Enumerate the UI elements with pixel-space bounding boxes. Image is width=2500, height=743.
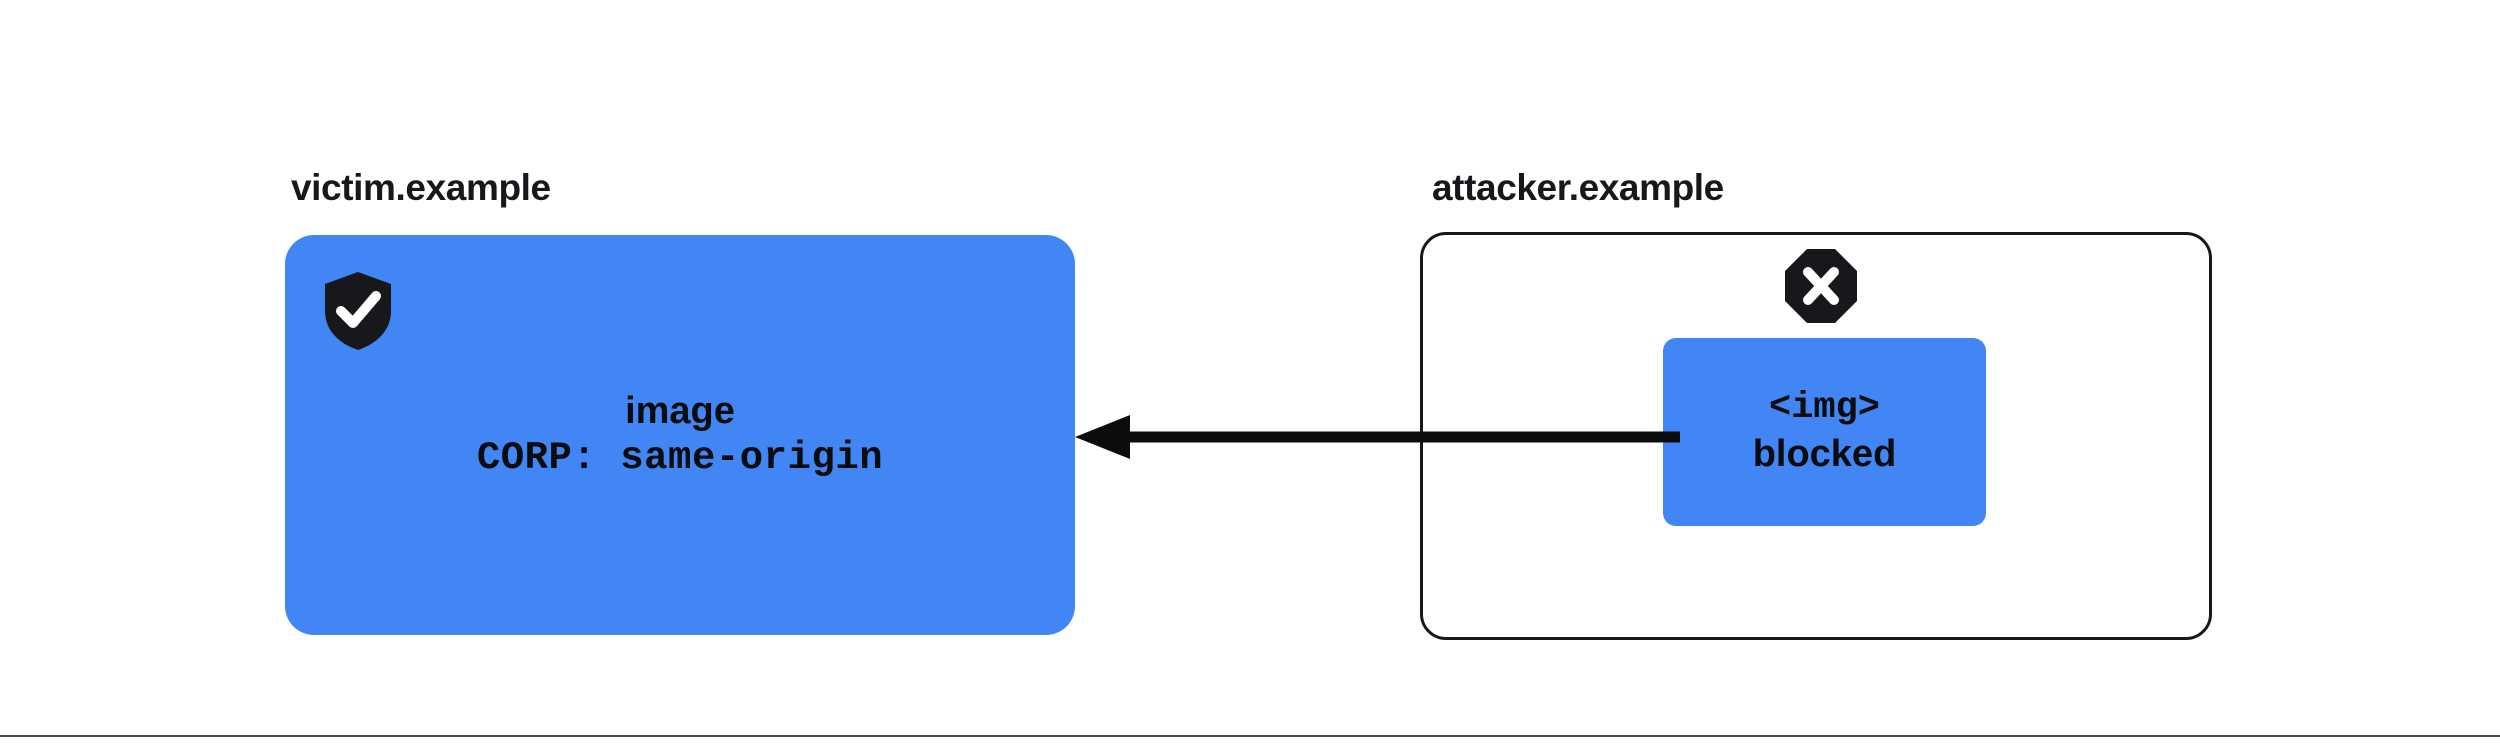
shield-check-icon — [323, 271, 393, 351]
attacker-origin-label: attacker.example — [1432, 167, 1724, 208]
attacker-request-box: <img> blocked — [1663, 338, 1986, 526]
attacker-request-status: blocked — [1752, 433, 1897, 476]
victim-origin-panel: image CORP: same-origin — [285, 235, 1075, 635]
attacker-request-tag: <img> — [1768, 387, 1881, 430]
blocked-octagon-x-icon — [1784, 248, 1858, 324]
victim-resource-text: image CORP: same-origin — [285, 235, 1075, 635]
victim-resource-header: CORP: same-origin — [476, 436, 884, 481]
victim-resource-name: image — [625, 389, 735, 432]
footer-divider — [0, 735, 2500, 737]
victim-origin-label: victim.example — [291, 167, 551, 208]
